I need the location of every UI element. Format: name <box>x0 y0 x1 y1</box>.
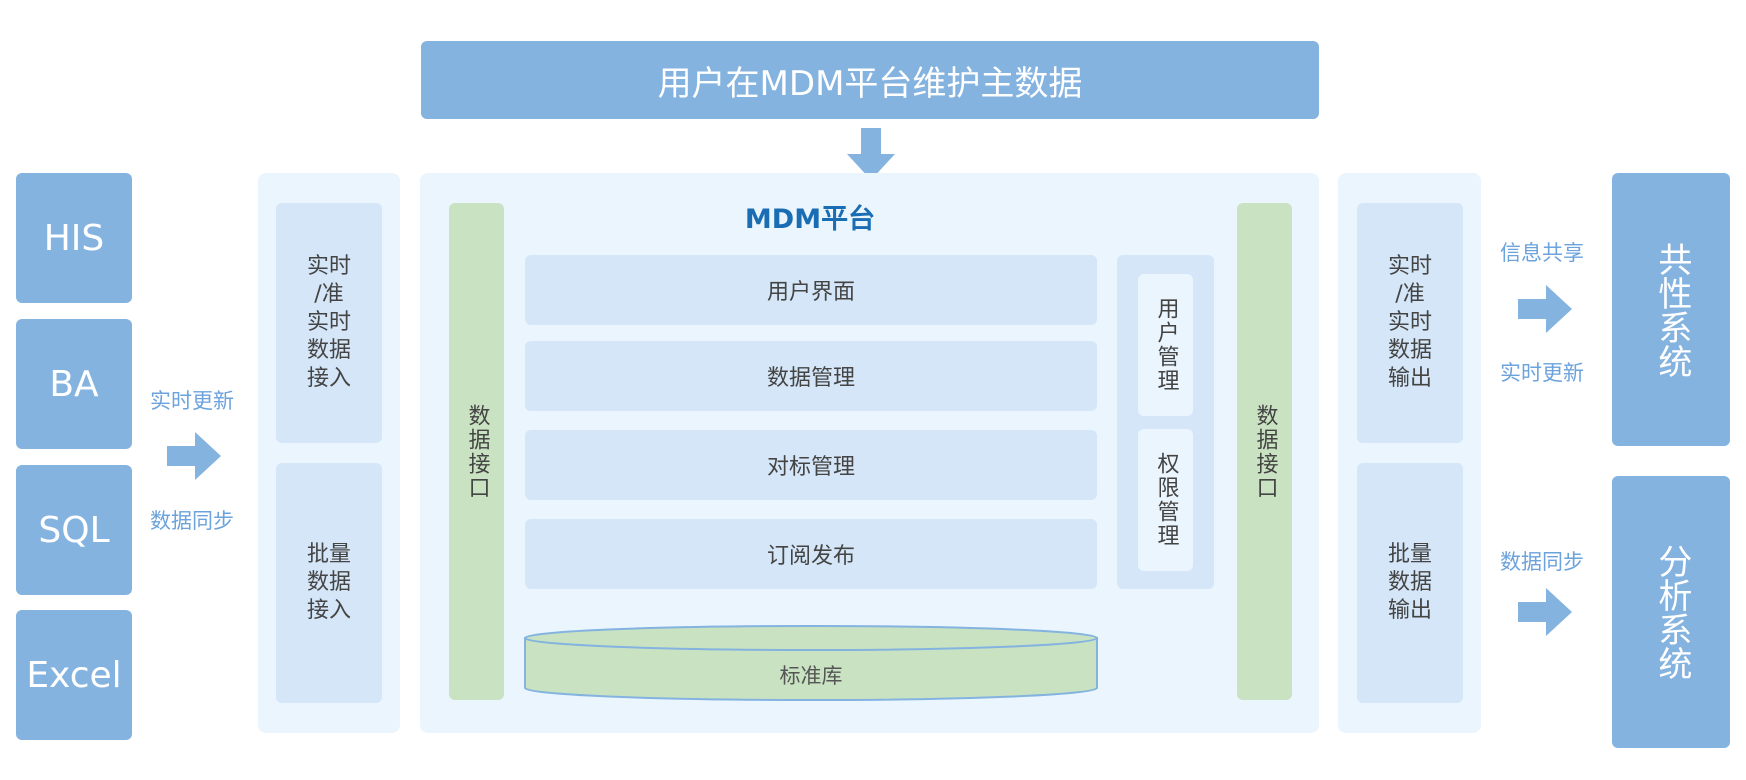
target-common-system-text: 共性系统 <box>1651 241 1692 378</box>
module-data-management-label: 数据管理 <box>766 366 855 391</box>
mdm-platform-title: MDM平台 <box>744 204 876 235</box>
down-arrow-icon <box>847 128 895 180</box>
module-subscribe-publish-label: 订阅发布 <box>766 544 855 569</box>
right-arrow-icon <box>167 432 221 480</box>
right-label-data-sync: 数据同步 <box>1500 550 1584 574</box>
module-benchmark-management: 对标管理 <box>525 430 1097 500</box>
target-analysis-system: 分析系统 <box>1612 476 1730 748</box>
batch-input-box: 批量 数据 接入 <box>276 463 382 703</box>
module-data-management: 数据管理 <box>525 341 1097 411</box>
left-data-interface-text: 数据接口 <box>464 403 490 500</box>
top-banner: 用户在MDM平台维护主数据 <box>421 41 1319 119</box>
standard-database-label: 标准库 <box>779 664 843 688</box>
batch-input-text: 批量 数据 接入 <box>306 542 351 623</box>
batch-output-text: 批量 数据 输出 <box>1387 542 1432 623</box>
module-user-interface-label: 用户界面 <box>766 280 855 305</box>
side-module-permission-management-text: 权限管理 <box>1153 452 1179 548</box>
top-banner-text: 用户在MDM平台维护主数据 <box>657 63 1083 104</box>
left-label-realtime-update: 实时更新 <box>150 389 234 413</box>
realtime-input-box: 实时 /准 实时 数据 接入 <box>276 203 382 443</box>
module-user-interface: 用户界面 <box>525 255 1097 325</box>
module-subscribe-publish: 订阅发布 <box>525 519 1097 589</box>
left-label-data-sync: 数据同步 <box>150 509 234 533</box>
source-ba: BA <box>16 319 132 449</box>
right-label-realtime-update: 实时更新 <box>1500 361 1584 385</box>
source-sql-label: SQL <box>38 509 110 551</box>
target-analysis-system-text: 分析系统 <box>1651 544 1692 680</box>
realtime-output-box: 实时 /准 实时 数据 输出 <box>1357 203 1463 443</box>
target-common-system: 共性系统 <box>1612 173 1730 446</box>
right-label-info-share: 信息共享 <box>1500 241 1584 265</box>
module-benchmark-management-label: 对标管理 <box>766 455 855 480</box>
batch-output-box: 批量 数据 输出 <box>1357 463 1463 703</box>
side-module-user-management-text: 用户管理 <box>1153 297 1179 393</box>
right-data-interface: 数据接口 <box>1237 203 1292 700</box>
standard-database-cylinder <box>524 625 1098 701</box>
right-data-interface-text: 数据接口 <box>1252 403 1278 500</box>
right-arrow-bottom-icon <box>1518 588 1572 636</box>
realtime-output-text: 实时 /准 实时 数据 输出 <box>1387 254 1432 391</box>
side-module-user-management: 用户管理 <box>1138 274 1193 416</box>
right-arrow-top-icon <box>1518 285 1572 333</box>
source-ba-label: BA <box>49 363 99 405</box>
source-excel: Excel <box>16 610 132 740</box>
source-his-label: HIS <box>43 217 105 259</box>
source-his: HIS <box>16 173 132 303</box>
left-data-interface: 数据接口 <box>449 203 504 700</box>
side-module-permission-management: 权限管理 <box>1138 429 1193 571</box>
source-excel-label: Excel <box>26 654 122 696</box>
source-sql: SQL <box>16 465 132 595</box>
realtime-input-text: 实时 /准 实时 数据 接入 <box>306 254 351 391</box>
